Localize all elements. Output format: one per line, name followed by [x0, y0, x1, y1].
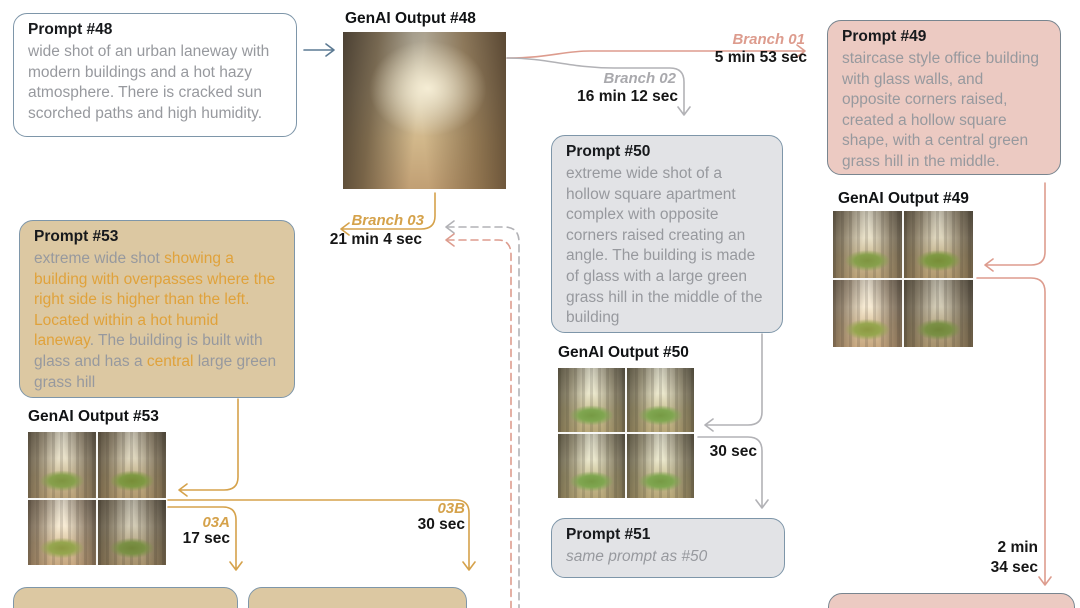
prompt-50-title: Prompt #50: [566, 143, 651, 160]
branch02-time: 16 min 12 sec: [577, 88, 678, 105]
edge-feedback-dashed-gray-arrowhead: [445, 220, 455, 234]
output-53-image-1: [28, 432, 96, 498]
output-53-label: GenAI Output #53: [28, 408, 159, 425]
bottom-right-card-partial: [828, 593, 1075, 608]
prompt-48-card: Prompt #48 wide shot of an urban laneway…: [13, 13, 297, 137]
edge-branch03a: [167, 506, 243, 571]
edge-prompt53-to-output53: [178, 398, 239, 497]
prompt-text-segment: large green grass hill: [34, 353, 277, 391]
output-49-image-4: [904, 280, 973, 347]
prompt-48-body: wide shot of an urban laneway with moder…: [28, 43, 270, 122]
output-50-image-4: [627, 434, 694, 498]
output-53-image-2: [98, 432, 166, 498]
prompt-text-segment: . The building is built with glass and h…: [34, 332, 263, 371]
edge-branch02: [506, 57, 691, 116]
edge-prompt50-to-output50: [704, 333, 763, 432]
prompt-text-segment: central: [146, 353, 194, 371]
branch01-time: 5 min 53 sec: [714, 49, 807, 66]
output-49-label: GenAI Output #49: [838, 190, 969, 207]
prompt-53-card: Prompt #53 extreme wide shot showing a b…: [19, 220, 295, 398]
branch03a-time: 17 sec: [182, 530, 230, 547]
edge-output49-to-bottom: [976, 277, 1052, 586]
edge-feedback-dashed-gray: [446, 226, 520, 608]
edge-branch03: [340, 192, 436, 236]
edge-feedback-dashed-pink: [446, 239, 512, 608]
output-50-image-2: [627, 368, 694, 432]
output-53-image-3: [28, 499, 96, 565]
prompt-50-body: extreme wide shot of a hollow square apa…: [566, 165, 763, 327]
branch02-label: Branch 02: [603, 70, 676, 87]
prompt-49-title: Prompt #49: [842, 28, 927, 45]
output-50-image-grid: [558, 368, 694, 498]
arrow-prompt48-to-output48: [303, 43, 335, 57]
output-48-image: [343, 32, 506, 189]
prompt-50-card: Prompt #50 extreme wide shot of a hollow…: [551, 135, 783, 333]
output-49-image-3: [833, 280, 902, 347]
output49-to-bottom-time: 2 min 34 sec: [990, 539, 1038, 576]
prompt-text-segment: extreme wide shot: [34, 250, 165, 267]
prompt-49-card: Prompt #49 staircase style office buildi…: [827, 20, 1061, 175]
branch03b-time: 30 sec: [417, 516, 465, 533]
edge-prompt49-to-output49: [984, 182, 1046, 272]
bottom-left-card-1-partial: [13, 587, 238, 608]
prompt-text-segment: showing a building with overpasses where…: [34, 250, 276, 350]
output50-to-prompt51-time: 30 sec: [709, 443, 757, 460]
output-53-image-4: [98, 499, 166, 565]
output-50-label: GenAI Output #50: [558, 344, 689, 361]
output-49-image-1: [833, 211, 902, 278]
prompt-51-body: same prompt as #50: [566, 548, 708, 565]
output-49-image-2: [904, 211, 973, 278]
edge-output50-to-prompt51: [697, 436, 769, 509]
prompt-53-body: extreme wide shot showing a building wit…: [34, 249, 280, 393]
prompt-53-title: Prompt #53: [34, 228, 119, 245]
branch03a-label: 03A: [202, 514, 230, 531]
edge-branch03b: [167, 499, 476, 571]
bottom-left-card-2-partial: [248, 587, 467, 608]
branch01-label: Branch 01: [732, 31, 805, 48]
edge-feedback-dashed-pink-arrowhead: [445, 233, 455, 247]
output-53-image-grid: [28, 432, 166, 565]
prompt-49-body: staircase style office building with gla…: [842, 50, 1040, 171]
branch03-label: Branch 03: [351, 212, 424, 229]
output-49-image-grid: [833, 211, 973, 347]
output-50-image-1: [558, 368, 625, 432]
prompt-48-title: Prompt #48: [28, 21, 113, 38]
branch03-time: 21 min 4 sec: [329, 231, 422, 248]
prompt-51-card: Prompt #51 same prompt as #50: [551, 518, 785, 578]
output-50-image-3: [558, 434, 625, 498]
prompt-51-title: Prompt #51: [566, 526, 651, 543]
branch03b-label: 03B: [437, 500, 465, 517]
output-48-label: GenAI Output #48: [345, 10, 476, 27]
